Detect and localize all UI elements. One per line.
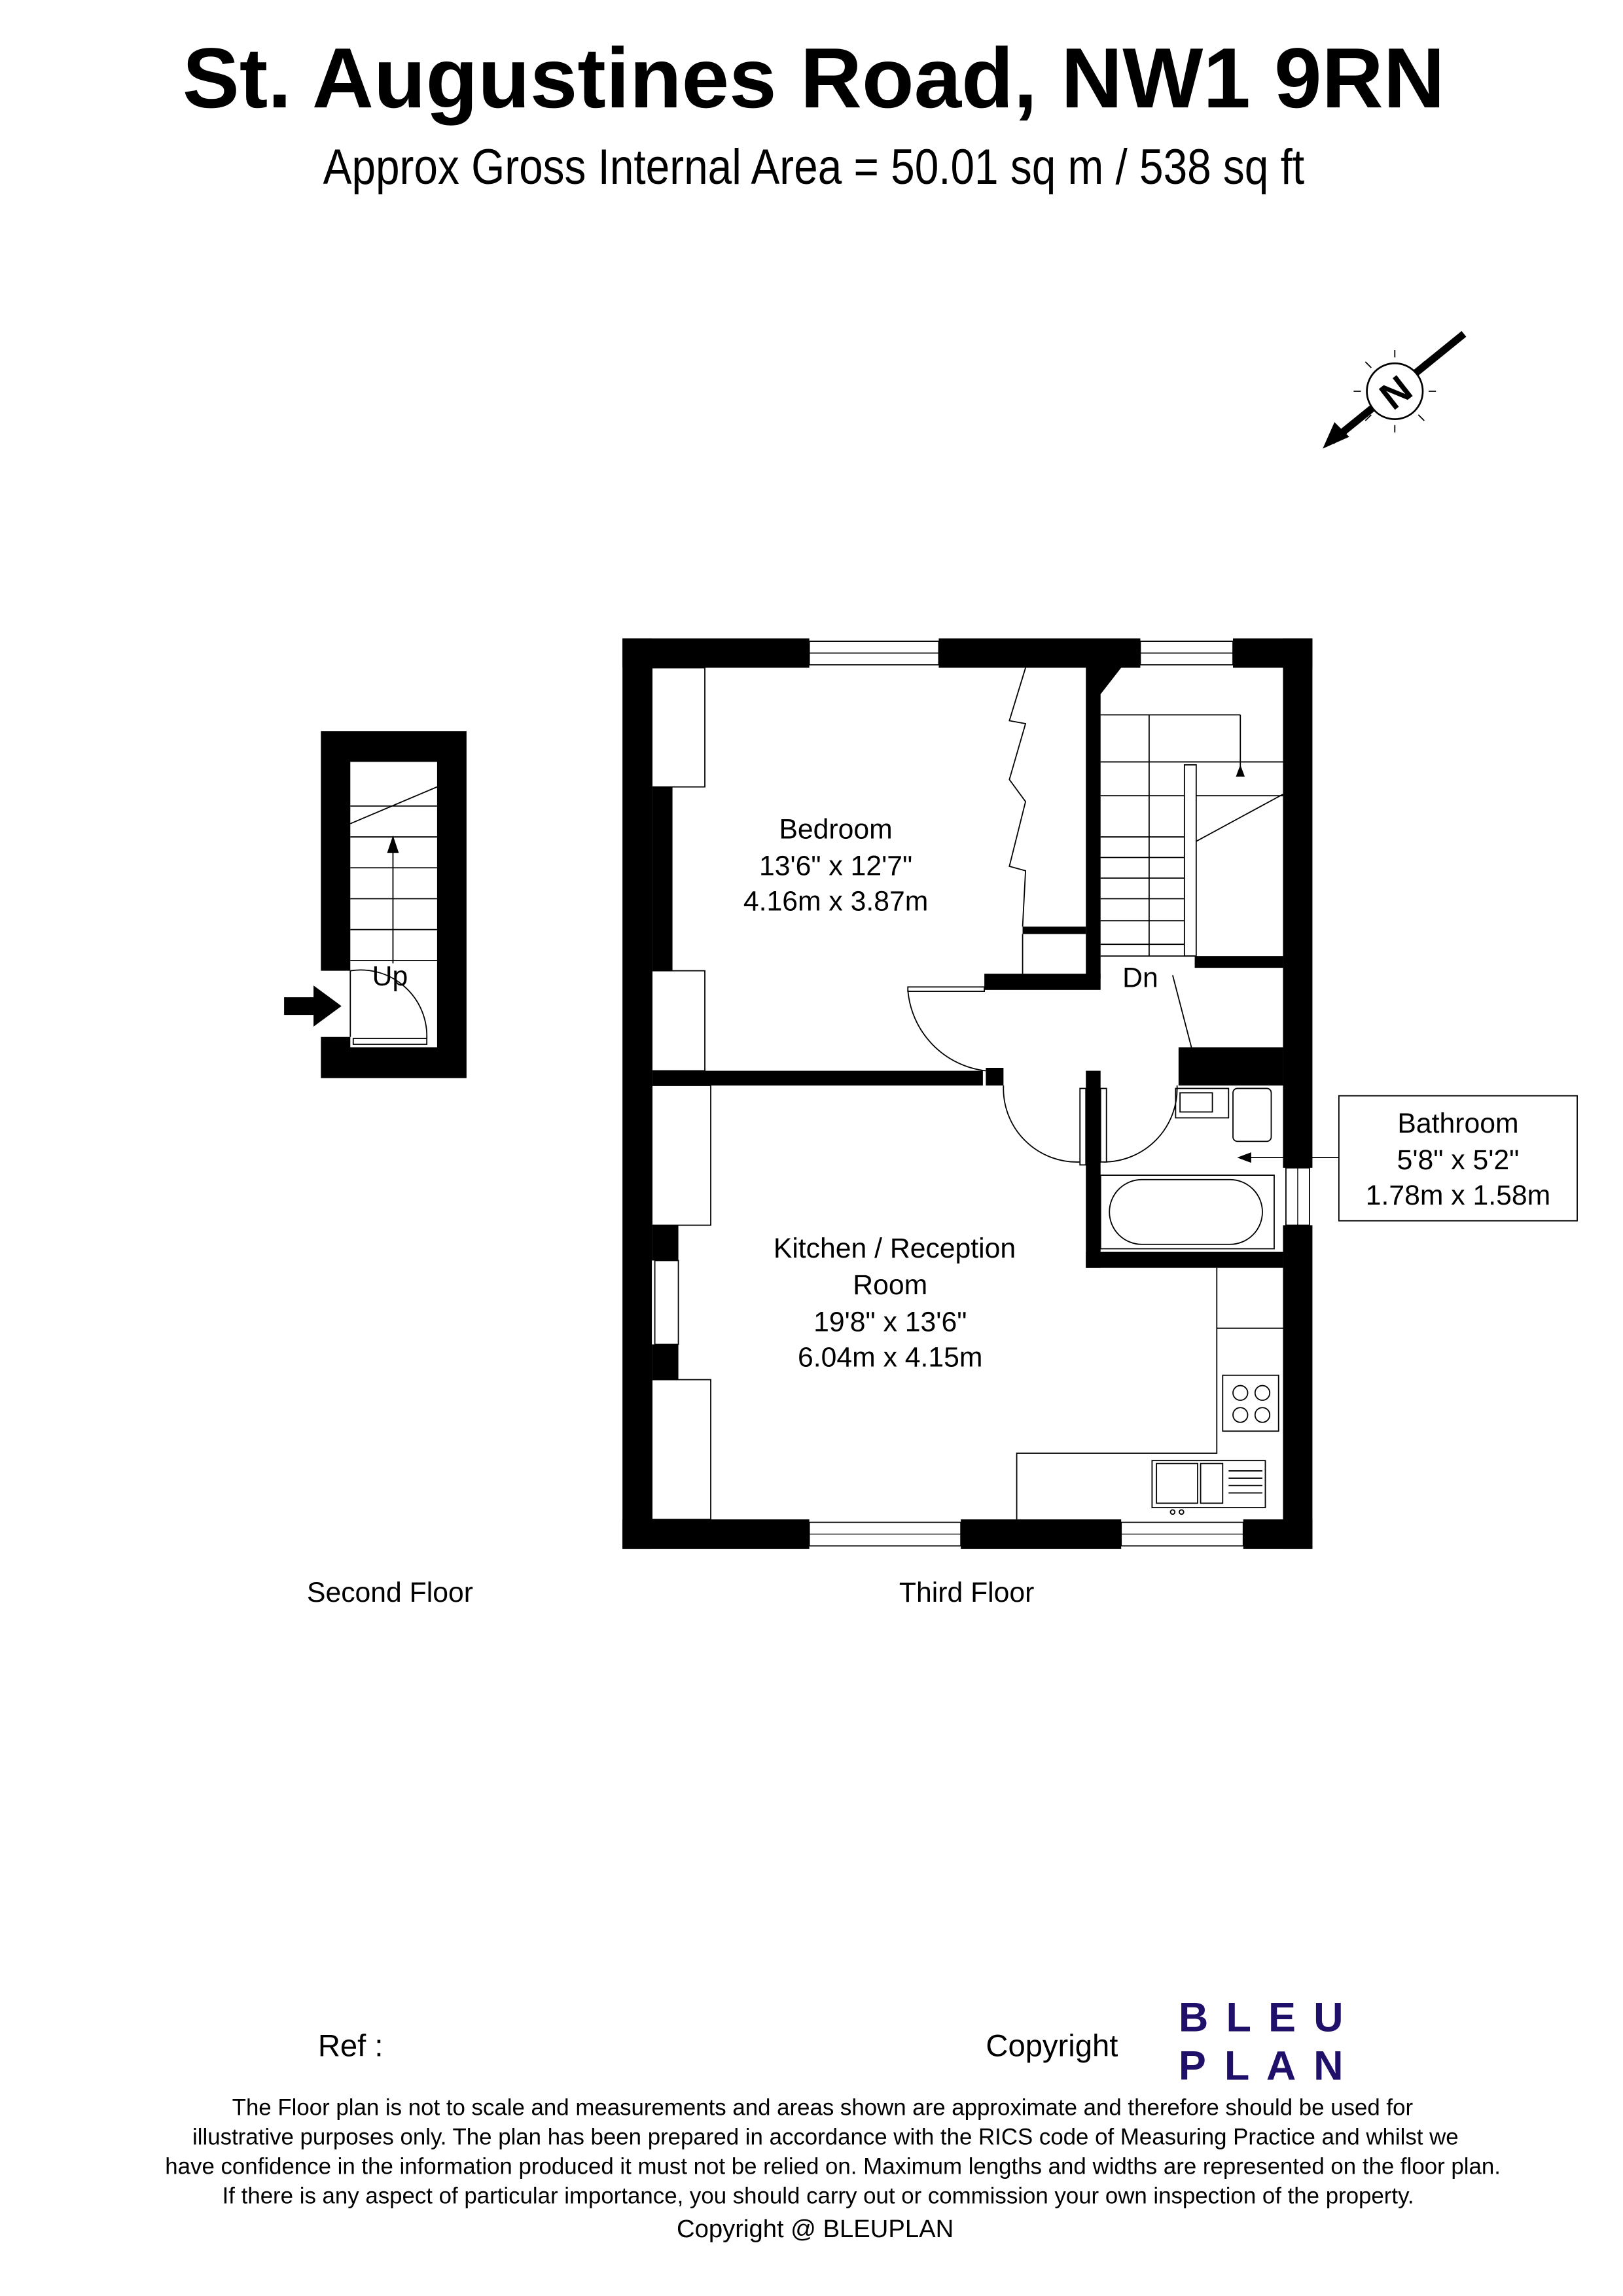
kitchen-metric: 6.04m x 4.15m [798, 1341, 982, 1373]
bedroom-label: Bedroom 13'6" x 12'7" 4.16m x 3.87m [743, 813, 928, 917]
bedroom-metric: 4.16m x 3.87m [743, 885, 928, 917]
kitchen-imperial: 19'8" x 13'6" [813, 1306, 967, 1337]
copyright-label: Copyright [986, 2029, 1118, 2064]
copyright-line: Copyright @ BLEUPLAN [677, 2215, 954, 2243]
entrance-arrow-icon [284, 985, 342, 1027]
stairs-down-label: Dn [1122, 962, 1158, 993]
ref-label: Ref : [318, 2029, 383, 2064]
area-subtitle: Approx Gross Internal Area = 50.01 sq m … [323, 139, 1305, 195]
disclaimer-line-1: The Floor plan is not to scale and measu… [232, 2095, 1414, 2121]
bathroom-name: Bathroom [1397, 1108, 1518, 1139]
disclaimer-line-2: illustrative purposes only. The plan has… [192, 2124, 1459, 2149]
disclaimer-line-4: If there is any aspect of particular imp… [223, 2183, 1414, 2208]
second-floor-label: Second Floor [307, 1577, 473, 1608]
bathroom-metric: 1.78m x 1.58m [1366, 1180, 1550, 1211]
kitchen-name-1: Kitchen / Reception [774, 1233, 1016, 1264]
bathroom-label: Bathroom 5'8" x 5'2" 1.78m x 1.58m [1338, 1095, 1578, 1222]
third-floor-label: Third Floor [899, 1577, 1034, 1608]
compass-icon: N [1323, 330, 1467, 449]
disclaimer-line-3: have confidence in the information produ… [165, 2153, 1501, 2179]
page-title: St. Augustines Road, NW1 9RN [183, 30, 1445, 126]
third-floor-plan [622, 638, 1339, 1549]
bedroom-imperial: 13'6" x 12'7" [759, 851, 912, 882]
bathroom-imperial: 5'8" x 5'2" [1397, 1144, 1520, 1176]
second-floor-plan: Up [284, 731, 467, 1078]
bedroom-name: Bedroom [779, 813, 892, 845]
kitchen-label: Kitchen / Reception Room 19'8" x 13'6" 6… [774, 1233, 1016, 1373]
svg-text:P L A N: P L A N [1179, 2043, 1344, 2089]
stairs-up-label: Up [372, 961, 408, 992]
bleuplan-logo: B L E U P L A N [1179, 1994, 1344, 2089]
kitchen-name-2: Room [853, 1269, 927, 1301]
svg-text:B L E U: B L E U [1179, 1994, 1344, 2040]
